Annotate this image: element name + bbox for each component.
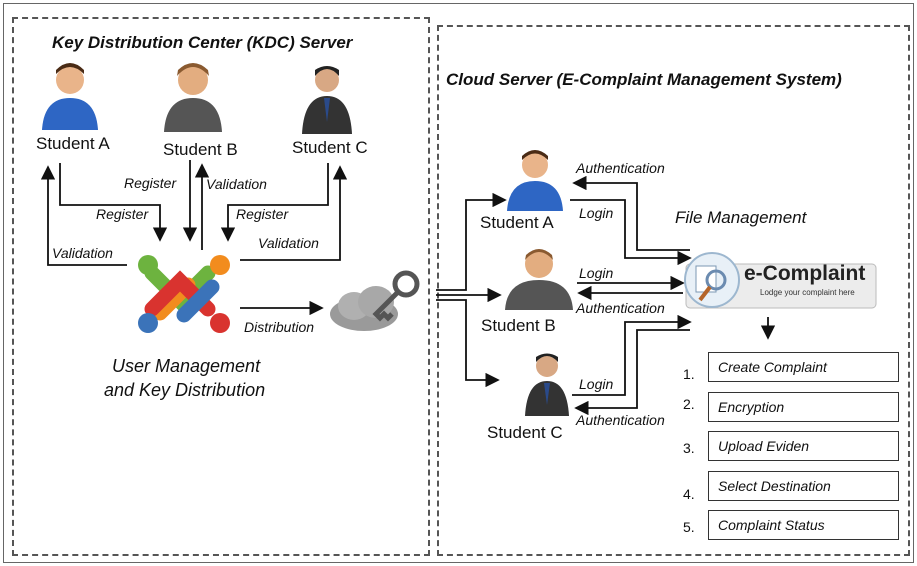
caption-line1: User Management [112,356,261,376]
student-c-cloud-icon [525,353,569,416]
register-b-label: Register [124,175,177,191]
e-complaint-logo: e-Complaint Lodge your complaint here [680,250,880,316]
kdc-title: Key Distribution Center (KDC) Server [52,33,353,52]
login-b-label: Login [579,265,614,281]
step-complaint-status: Complaint Status [708,510,899,540]
student-c-kdc-label: Student C [292,138,368,157]
kdc-server-panel [12,17,430,556]
e-complaint-logo-subtitle: Lodge your complaint here [760,288,855,297]
outer-frame [3,3,914,563]
student-a-cloud-icon [507,150,563,211]
caption-line2: and Key Distribution [104,380,266,400]
student-b-cloud-label: Student B [481,316,556,335]
login-a-label: Login [579,205,614,221]
student-c-kdc-icon [302,66,352,134]
validation-a-label: Validation [52,245,113,261]
step-4-number: 4. [683,486,695,502]
auth-c-label: Authentication [576,412,665,428]
e-complaint-logo-title: e-Complaint [744,262,866,285]
register-a-label: Register [96,206,149,222]
login-c-label: Login [579,376,614,392]
cloud-key-icon [330,270,420,331]
cloud-title: Cloud Server (E-Complaint Management Sys… [446,70,842,89]
user-management-logo [138,255,230,333]
step-1-number: 1. [683,366,695,382]
student-b-kdc-icon [164,63,222,132]
step-5-number: 5. [683,519,695,535]
step-select-destination: Select Destination [708,471,899,501]
step-3-number: 3. [683,440,695,456]
distribution-label: Distribution [244,319,315,335]
student-b-kdc-label: Student B [163,140,238,159]
step-create-complaint: Create Complaint [708,352,899,382]
step-2-number: 2. [683,396,695,412]
student-a-kdc-label: Student A [36,134,110,153]
register-c-label: Register [236,206,289,222]
student-b-cloud-icon [505,249,573,310]
step-encryption: Encryption [708,392,899,422]
student-a-kdc-icon [42,63,98,130]
auth-b-label: Authentication [576,300,665,316]
step-upload-evidence: Upload Eviden [708,431,899,461]
validation-c-label: Validation [258,235,319,251]
student-c-cloud-label: Student C [487,423,563,442]
file-management-label: File Management [675,208,807,227]
auth-a-label: Authentication [576,160,665,176]
validation-b-label: Validation [206,176,267,192]
student-a-cloud-label: Student A [480,213,554,232]
